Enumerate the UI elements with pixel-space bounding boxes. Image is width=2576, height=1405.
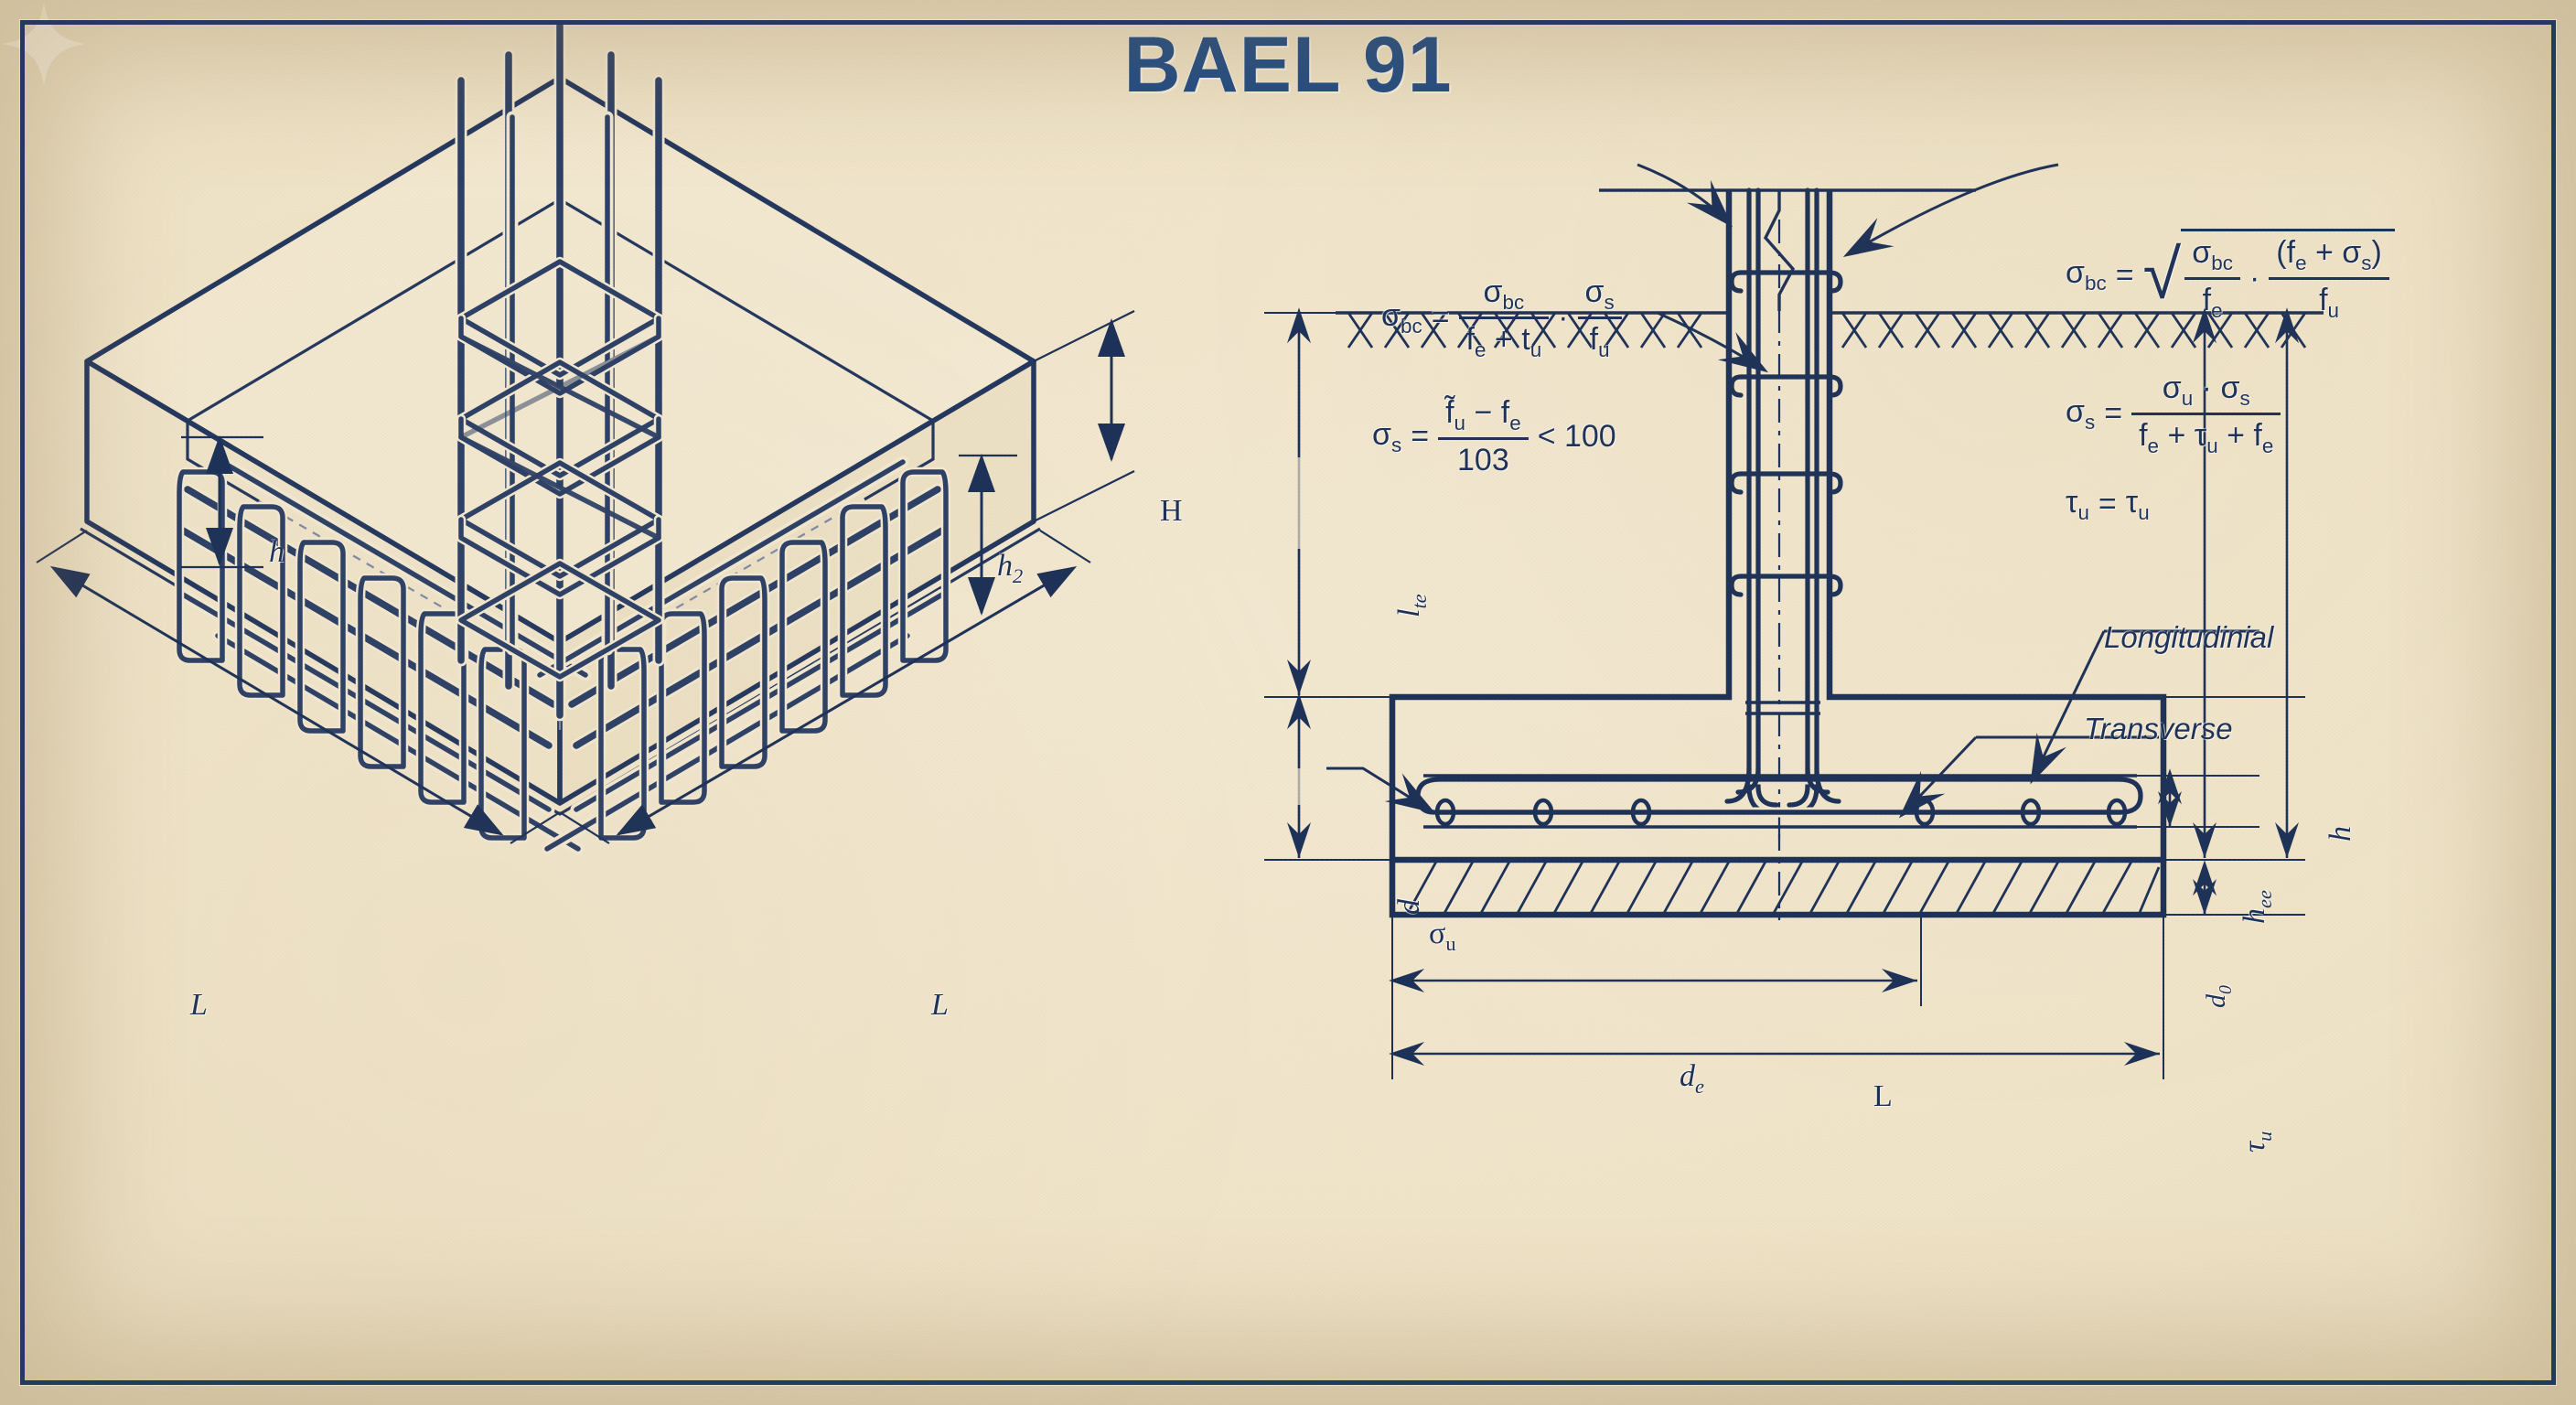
formula-sigma-bc-product: σbc = σbc fe + tu · σs fu (1381, 274, 1622, 362)
column-reinforcement (1729, 188, 1843, 842)
transverse-callout-label: Transverse (2084, 712, 2233, 745)
dim-L-right (559, 530, 1091, 844)
sqrt-icon: √ (2142, 235, 2182, 314)
formula-sigma-s-ratio: σs = σu · σs fe + τu + fe (2066, 370, 2281, 458)
dim-label-d: d (1392, 899, 1426, 915)
annotation-leaders (1637, 163, 2259, 819)
dim-label-d0: d0 (2201, 985, 2236, 1008)
dim-label-h: h (2324, 826, 2357, 842)
formula-sigma-bc-sqrt: σbc = √ σbc fe · (fe + σs) fu (2066, 229, 2395, 323)
dim-L-left (36, 530, 561, 844)
isometric-drawing: .slab { fill:none; stroke:#22365e; strok… (36, 19, 1135, 855)
dim-label-h2: h2 (997, 549, 1024, 587)
dim-label-d-e: de (1680, 1059, 1704, 1098)
dim-label-l-te: lte (1392, 594, 1431, 617)
blinding-hatch (1389, 860, 2167, 918)
dim-H-right (1033, 310, 1135, 522)
section-drawing: .cx { fill:none; stroke:#1b3058; stroke-… (1264, 163, 2324, 1079)
dim-label-h-left: h (269, 535, 284, 569)
formula-tau-u-identity: τu = τu (2066, 485, 2150, 524)
dim-label-L-right: L (931, 988, 949, 1022)
dim-label-tau-u: τu (2238, 1131, 2276, 1153)
longitudinal-callout-label: Longitudinial (2104, 620, 2274, 654)
dim-label-L-left: L (190, 988, 208, 1022)
formula-sigma-s-limit: σs = f̃u − fe 103 < 100 (1372, 395, 1616, 477)
dim-label-H-right: H (1160, 494, 1183, 528)
dim-label-h-ee: hee (2238, 890, 2276, 924)
sigma-u-leader (1326, 767, 1436, 814)
four-point-star-icon (1, 1, 87, 87)
dim-l-te-and-d (1264, 307, 1392, 861)
page-title: BAEL 91 (1123, 21, 1453, 109)
dim-right-stack (2137, 307, 2305, 916)
dim-bottom (1389, 915, 2164, 1079)
rebar-cage-column (455, 19, 665, 722)
dim-label-L: L (1873, 1079, 1893, 1113)
dim-label-sigma-u: σu (1429, 917, 1456, 955)
